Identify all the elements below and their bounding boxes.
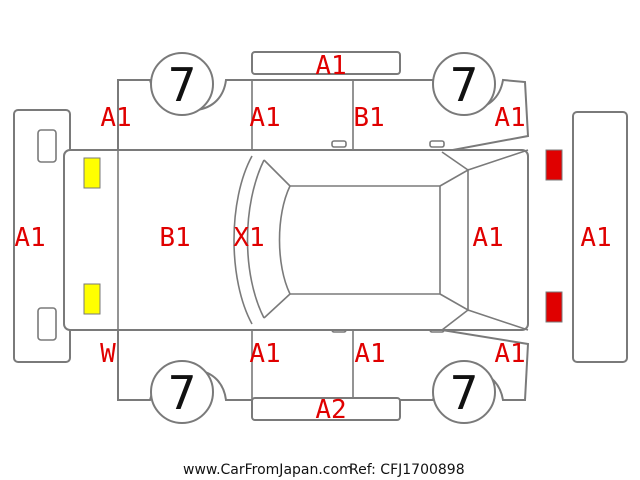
rear-bumper <box>572 111 628 363</box>
code-roof-top: A1 <box>315 51 346 81</box>
code-front-left-fender: A1 <box>100 103 131 133</box>
code-hood: B1 <box>159 223 190 253</box>
taillight-lower <box>545 291 563 323</box>
headlight-upper <box>83 157 101 189</box>
code-rear-left-quarter: A1 <box>494 103 525 133</box>
tire-rear-left-rating: 7 <box>449 58 478 112</box>
code-windshield: X1 <box>233 223 264 253</box>
tire-rear-left: 7 <box>432 52 496 116</box>
tire-front-left: 7 <box>150 52 214 116</box>
footer-ref: Ref: CFJ1700898 <box>349 462 465 478</box>
tire-rear-right-rating: 7 <box>449 366 478 420</box>
lower-side-panels <box>117 325 530 421</box>
car-top-view <box>63 149 529 331</box>
tire-front-right-rating: 7 <box>167 366 196 420</box>
headlight-lower <box>83 283 101 315</box>
code-front-right-corner: W <box>100 339 116 369</box>
code-front-bumper: A1 <box>14 223 45 253</box>
code-rear-right-quarter: A1 <box>494 339 525 369</box>
code-right-rear-door: A1 <box>354 339 385 369</box>
code-rear-bumper: A1 <box>580 223 611 253</box>
code-left-front-door: A1 <box>249 103 280 133</box>
taillight-upper <box>545 149 563 181</box>
tire-front-right: 7 <box>150 360 214 424</box>
code-left-rear-door: B1 <box>353 103 384 133</box>
code-roof-bottom: A2 <box>315 395 346 425</box>
tire-front-left-rating: 7 <box>167 58 196 112</box>
code-right-front-door: A1 <box>249 339 280 369</box>
footer-site: www.CarFromJapan.com <box>183 462 353 478</box>
code-rear-body: A1 <box>472 223 503 253</box>
tire-rear-right: 7 <box>432 360 496 424</box>
